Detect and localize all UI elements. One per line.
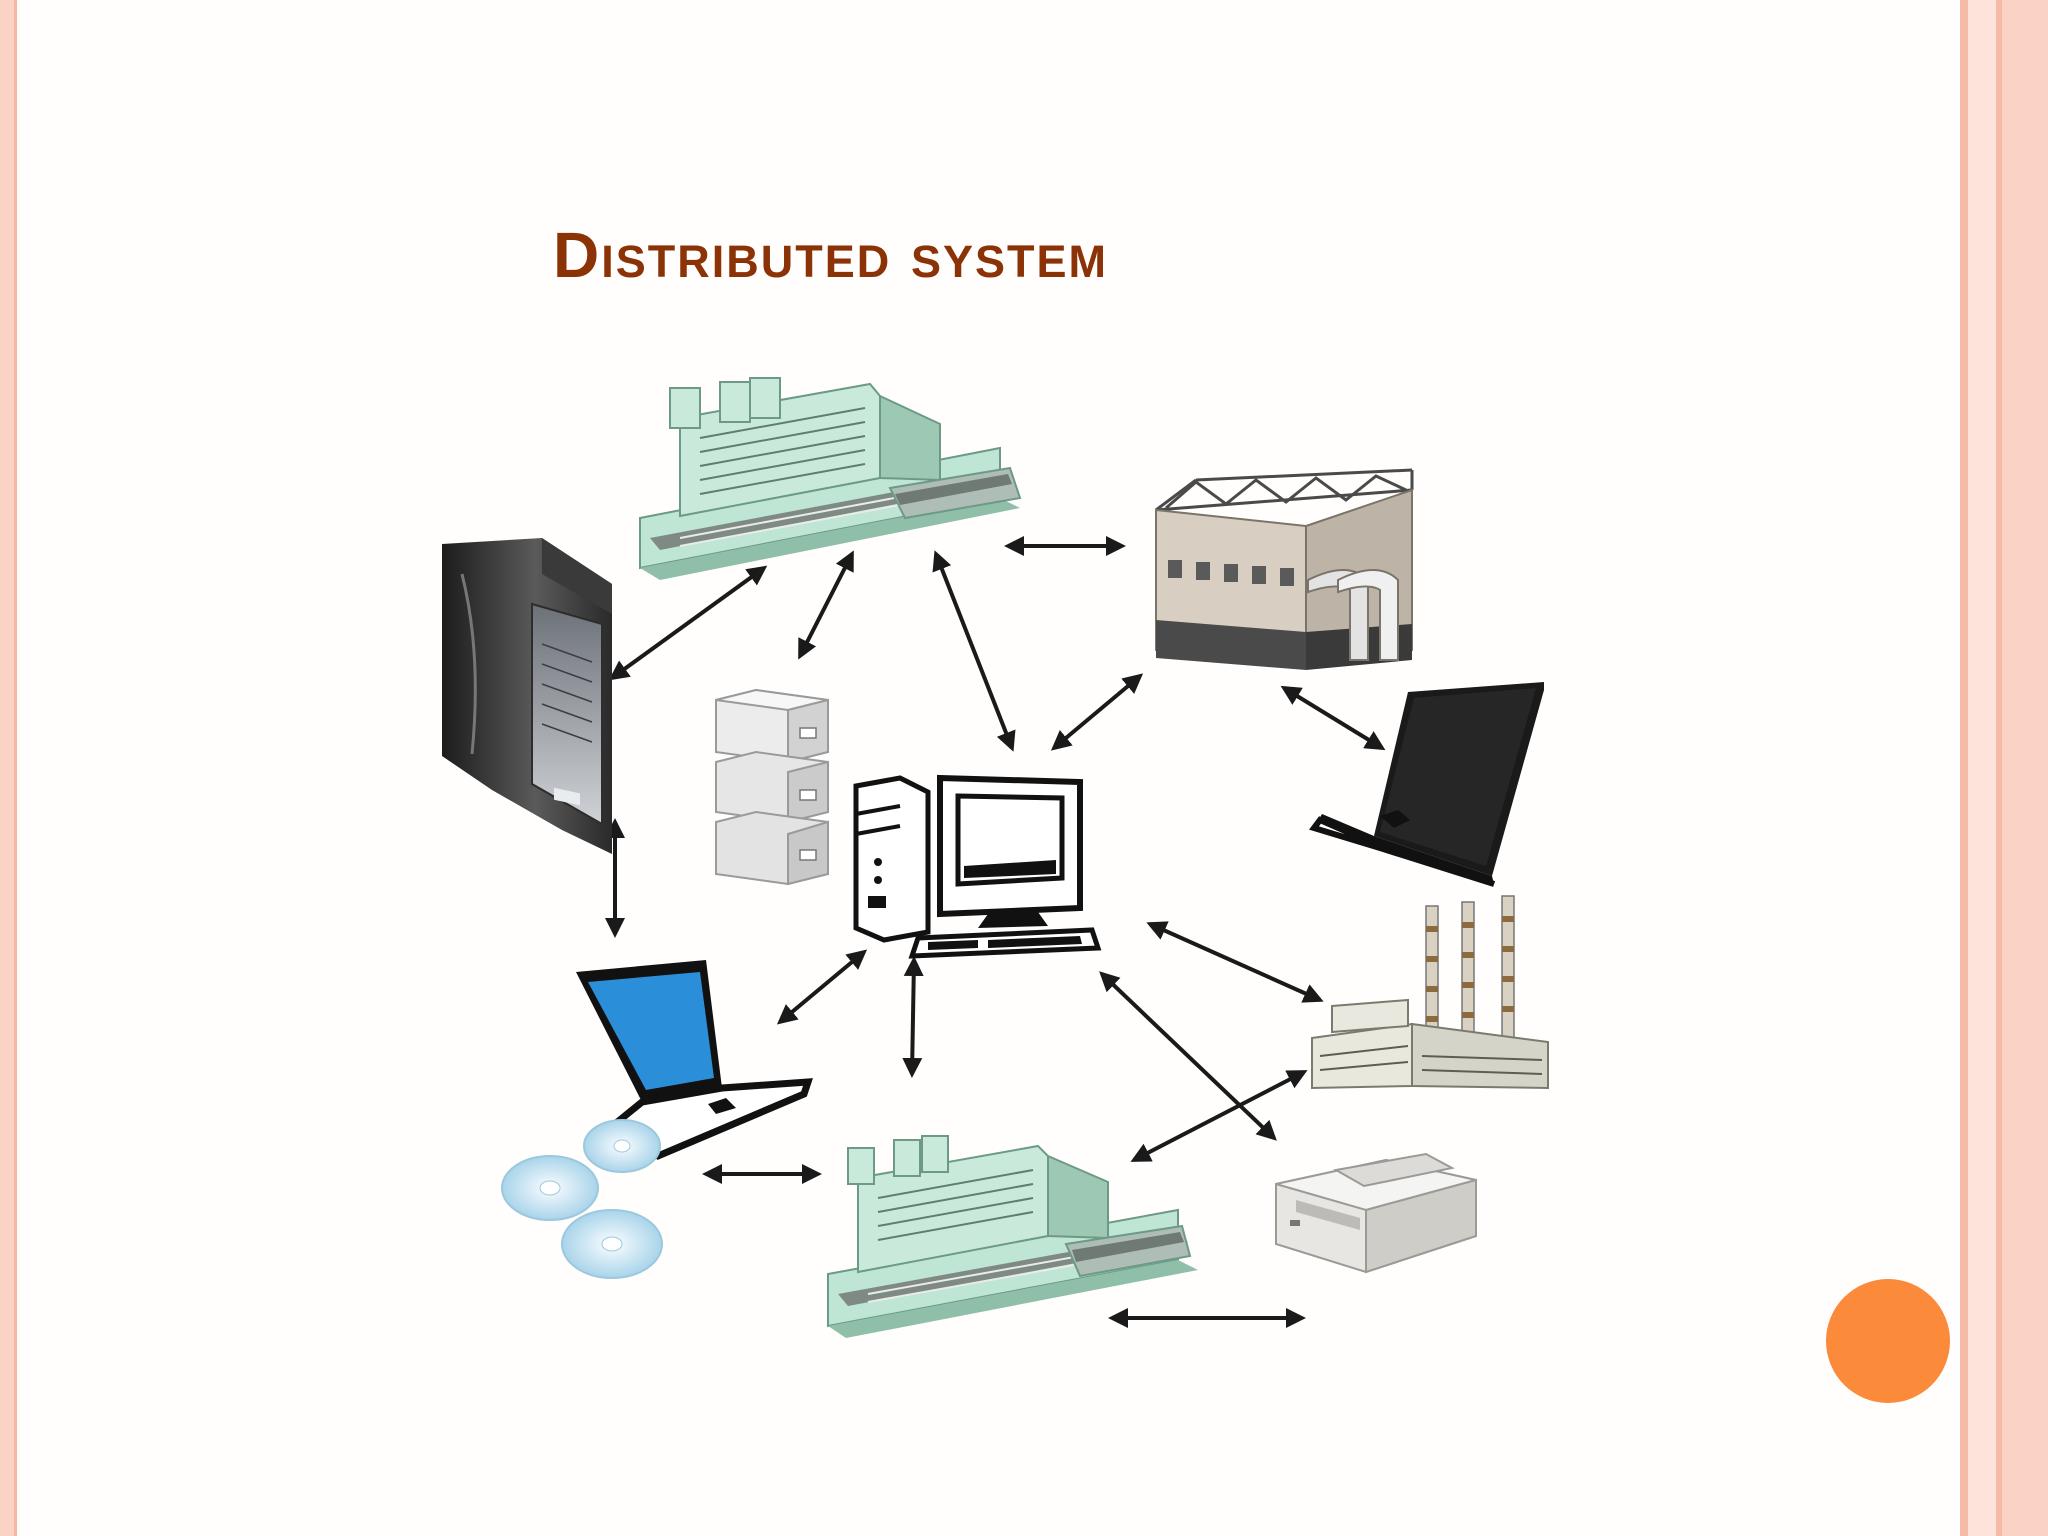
laptop-blue-screen-icon (576, 960, 813, 1160)
building-icon (827, 1135, 1198, 1338)
arrow-desktop-to-building (902, 956, 924, 1078)
arrow-desktop-to-printer (1099, 971, 1277, 1141)
arrow-factory-to-building (1130, 1070, 1308, 1162)
cd-icon (501, 1119, 663, 1279)
right-border-stripe (1996, 0, 2002, 1536)
desktop-computer-icon (853, 774, 1102, 959)
server-tower-icon (442, 538, 612, 854)
industrial-building-icon (1155, 468, 1414, 670)
arrow-desktop-to-factory (1146, 921, 1324, 1003)
arrow-server-to-building (608, 565, 768, 681)
building-icon (639, 377, 1022, 580)
arrow-desktop-to-laptop (776, 949, 868, 1025)
factory-icon (1311, 895, 1549, 1090)
connection-arrows (605, 536, 1386, 1328)
left-border (0, 0, 17, 1536)
right-border-stripe (2002, 0, 2048, 1536)
right-border-stripe (1960, 0, 1968, 1536)
accent-dot (1826, 1279, 1950, 1403)
laptop-icon (1309, 682, 1544, 887)
storage-boxes-icon (715, 688, 829, 886)
arrow-industrial-to-desktop (1050, 673, 1144, 751)
arrow-building-to-desktop (932, 550, 1016, 752)
arrow-industrial-to-laptop (1280, 685, 1386, 751)
printer-icon (1275, 1152, 1477, 1274)
right-border-stripe (1968, 0, 1996, 1536)
slide-title: Distributed system (553, 219, 1109, 291)
arrow-building-to-storage (798, 550, 854, 660)
